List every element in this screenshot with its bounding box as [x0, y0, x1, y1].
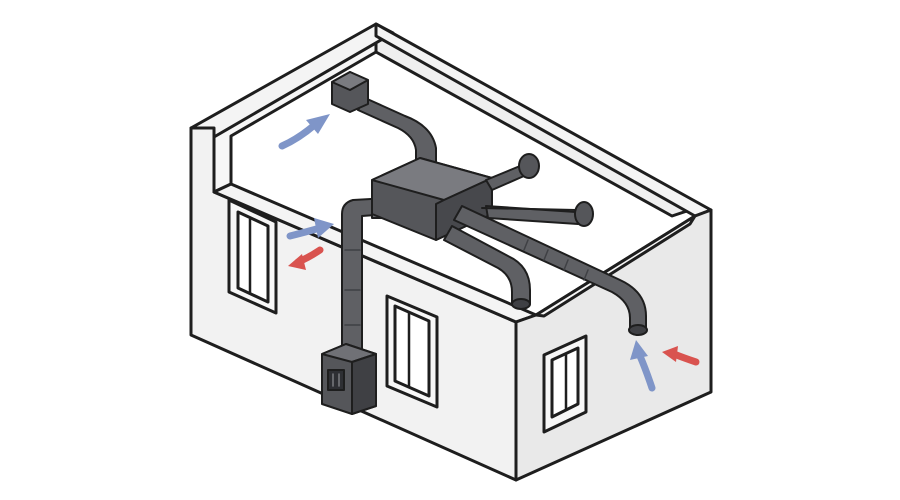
- window-front: [387, 296, 437, 407]
- duct-end-front: [512, 299, 530, 309]
- duct-cap-right: [575, 202, 593, 226]
- duct-cap-upper: [519, 154, 539, 178]
- duct-end-right: [629, 325, 647, 335]
- branch-duct-upper: [486, 166, 524, 190]
- outdoor-unit-vent: [328, 370, 344, 390]
- intake-duct: [358, 98, 436, 166]
- outdoor-unit: [322, 344, 376, 414]
- supply-arrow-intake: [282, 114, 330, 146]
